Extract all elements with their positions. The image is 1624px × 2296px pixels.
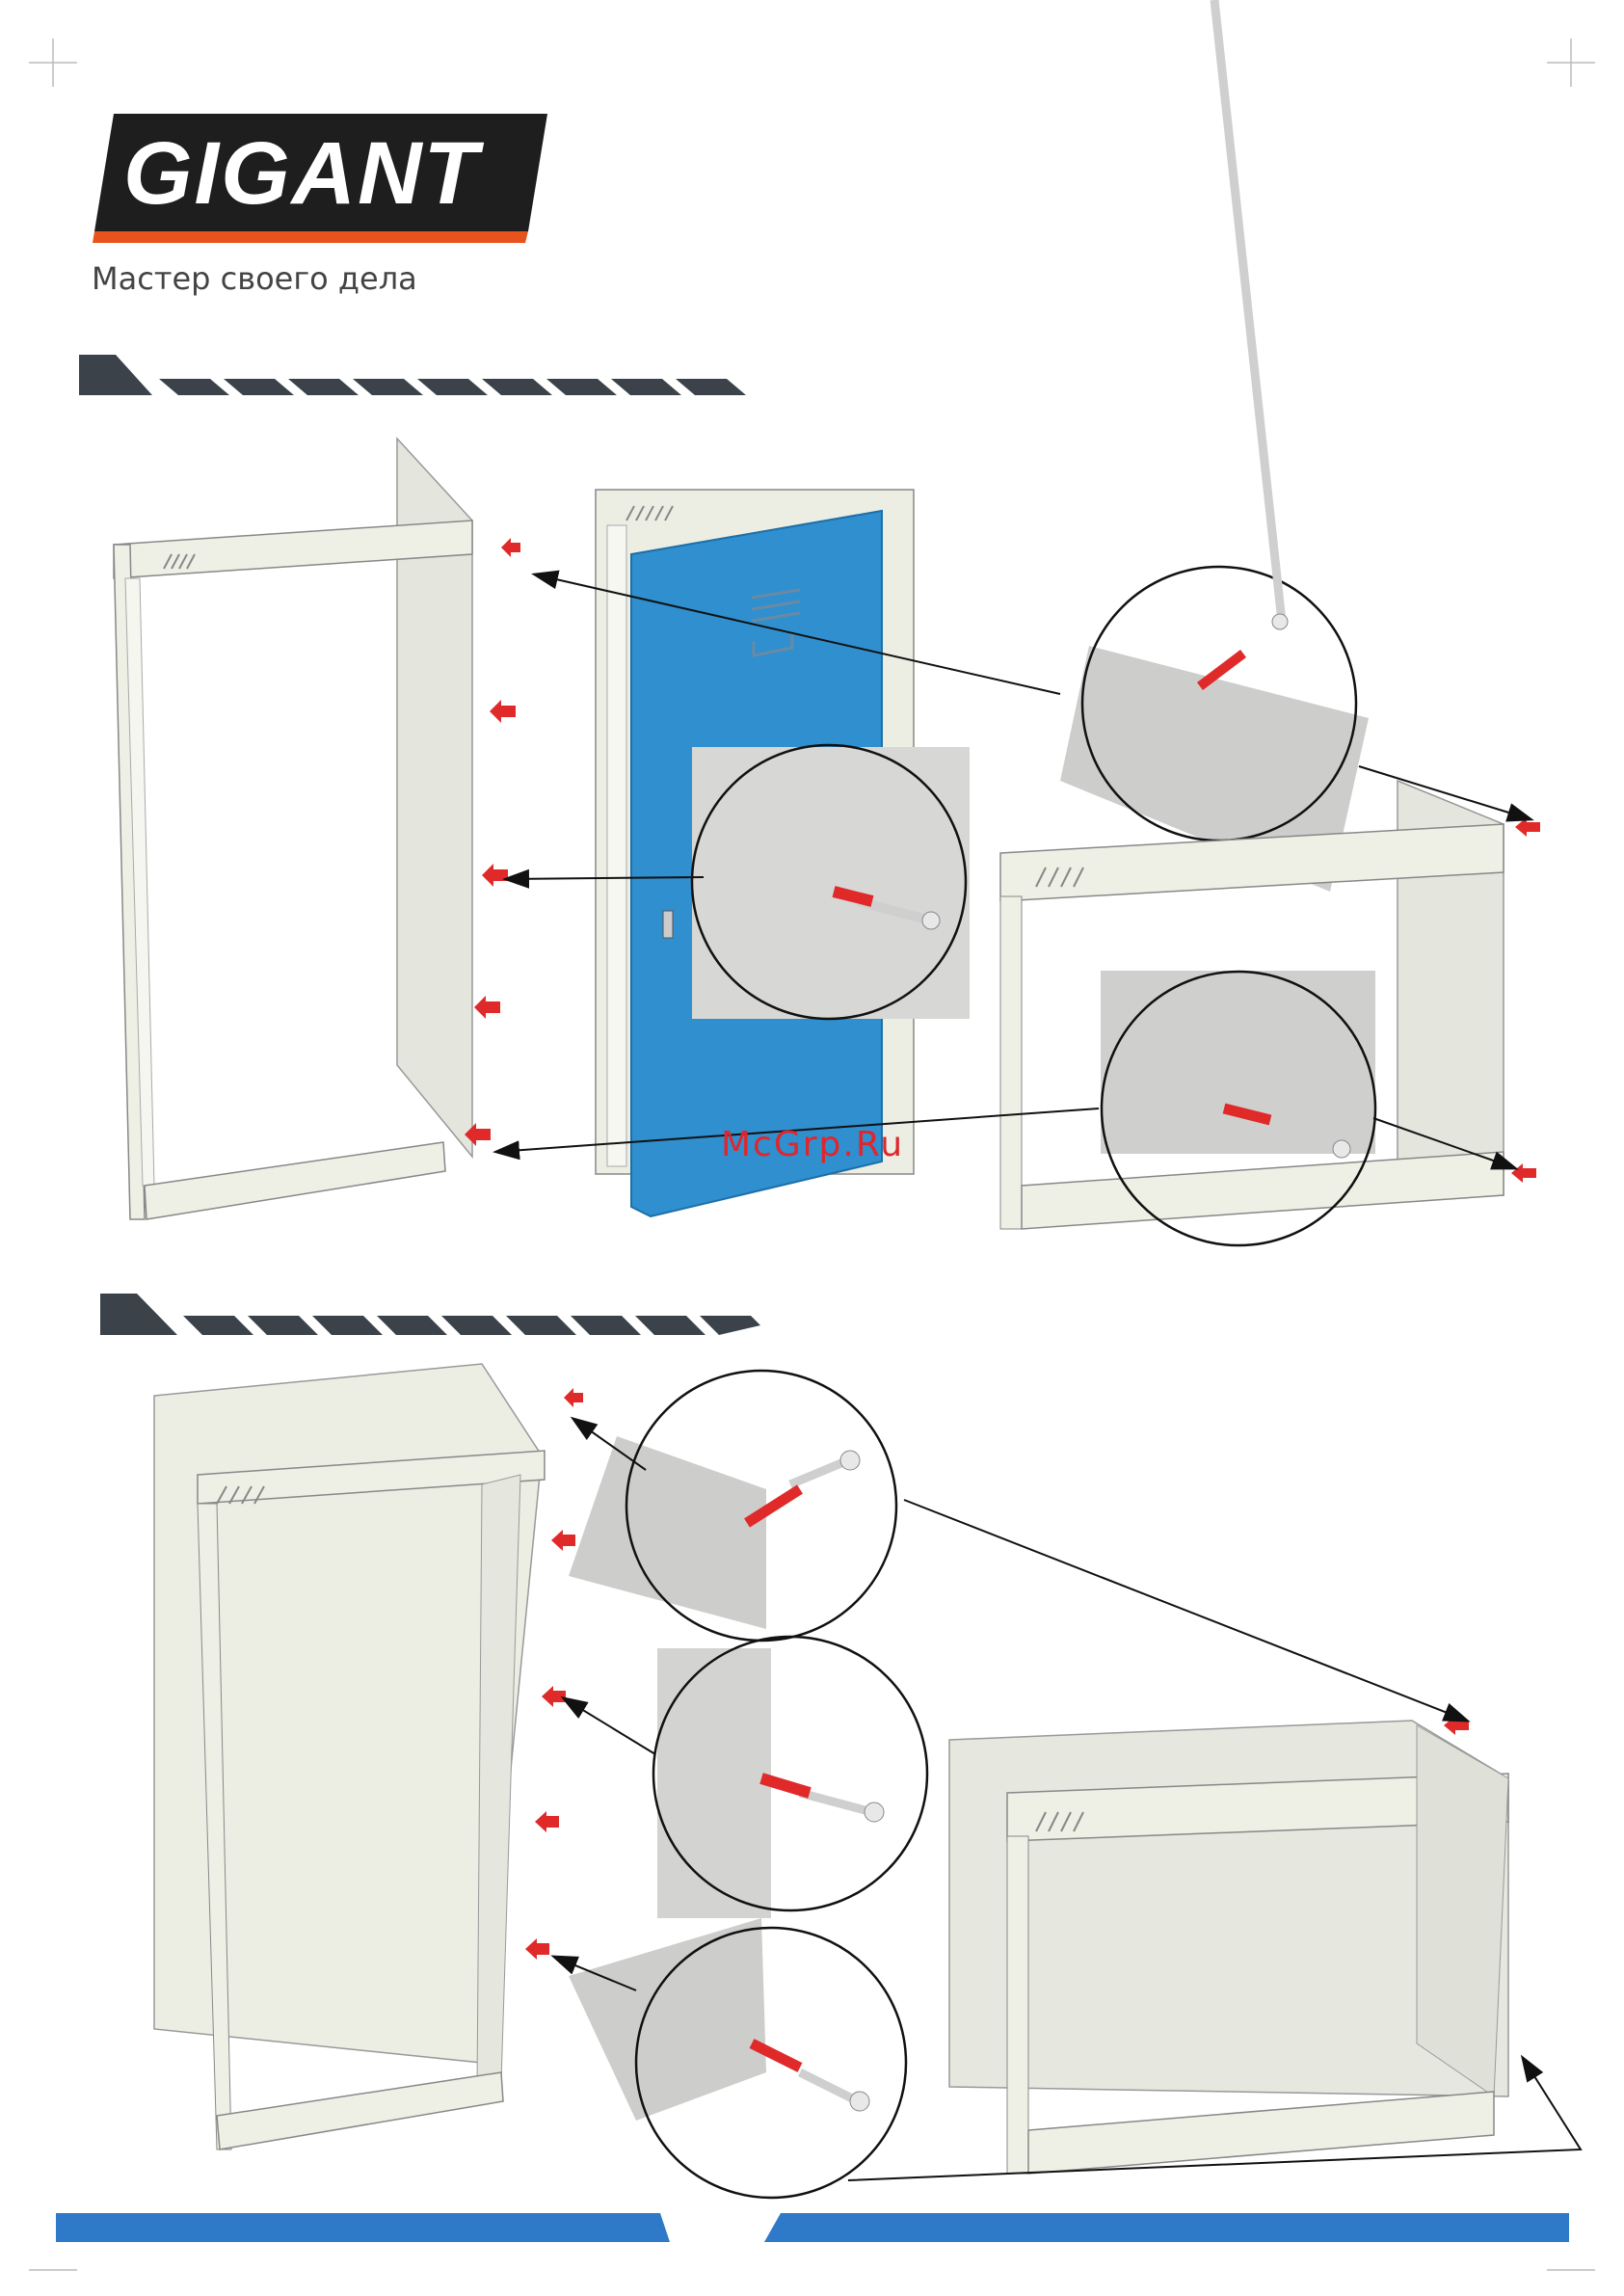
footer-bar-left — [56, 2213, 670, 2242]
footer-bar-right — [764, 2213, 1569, 2242]
